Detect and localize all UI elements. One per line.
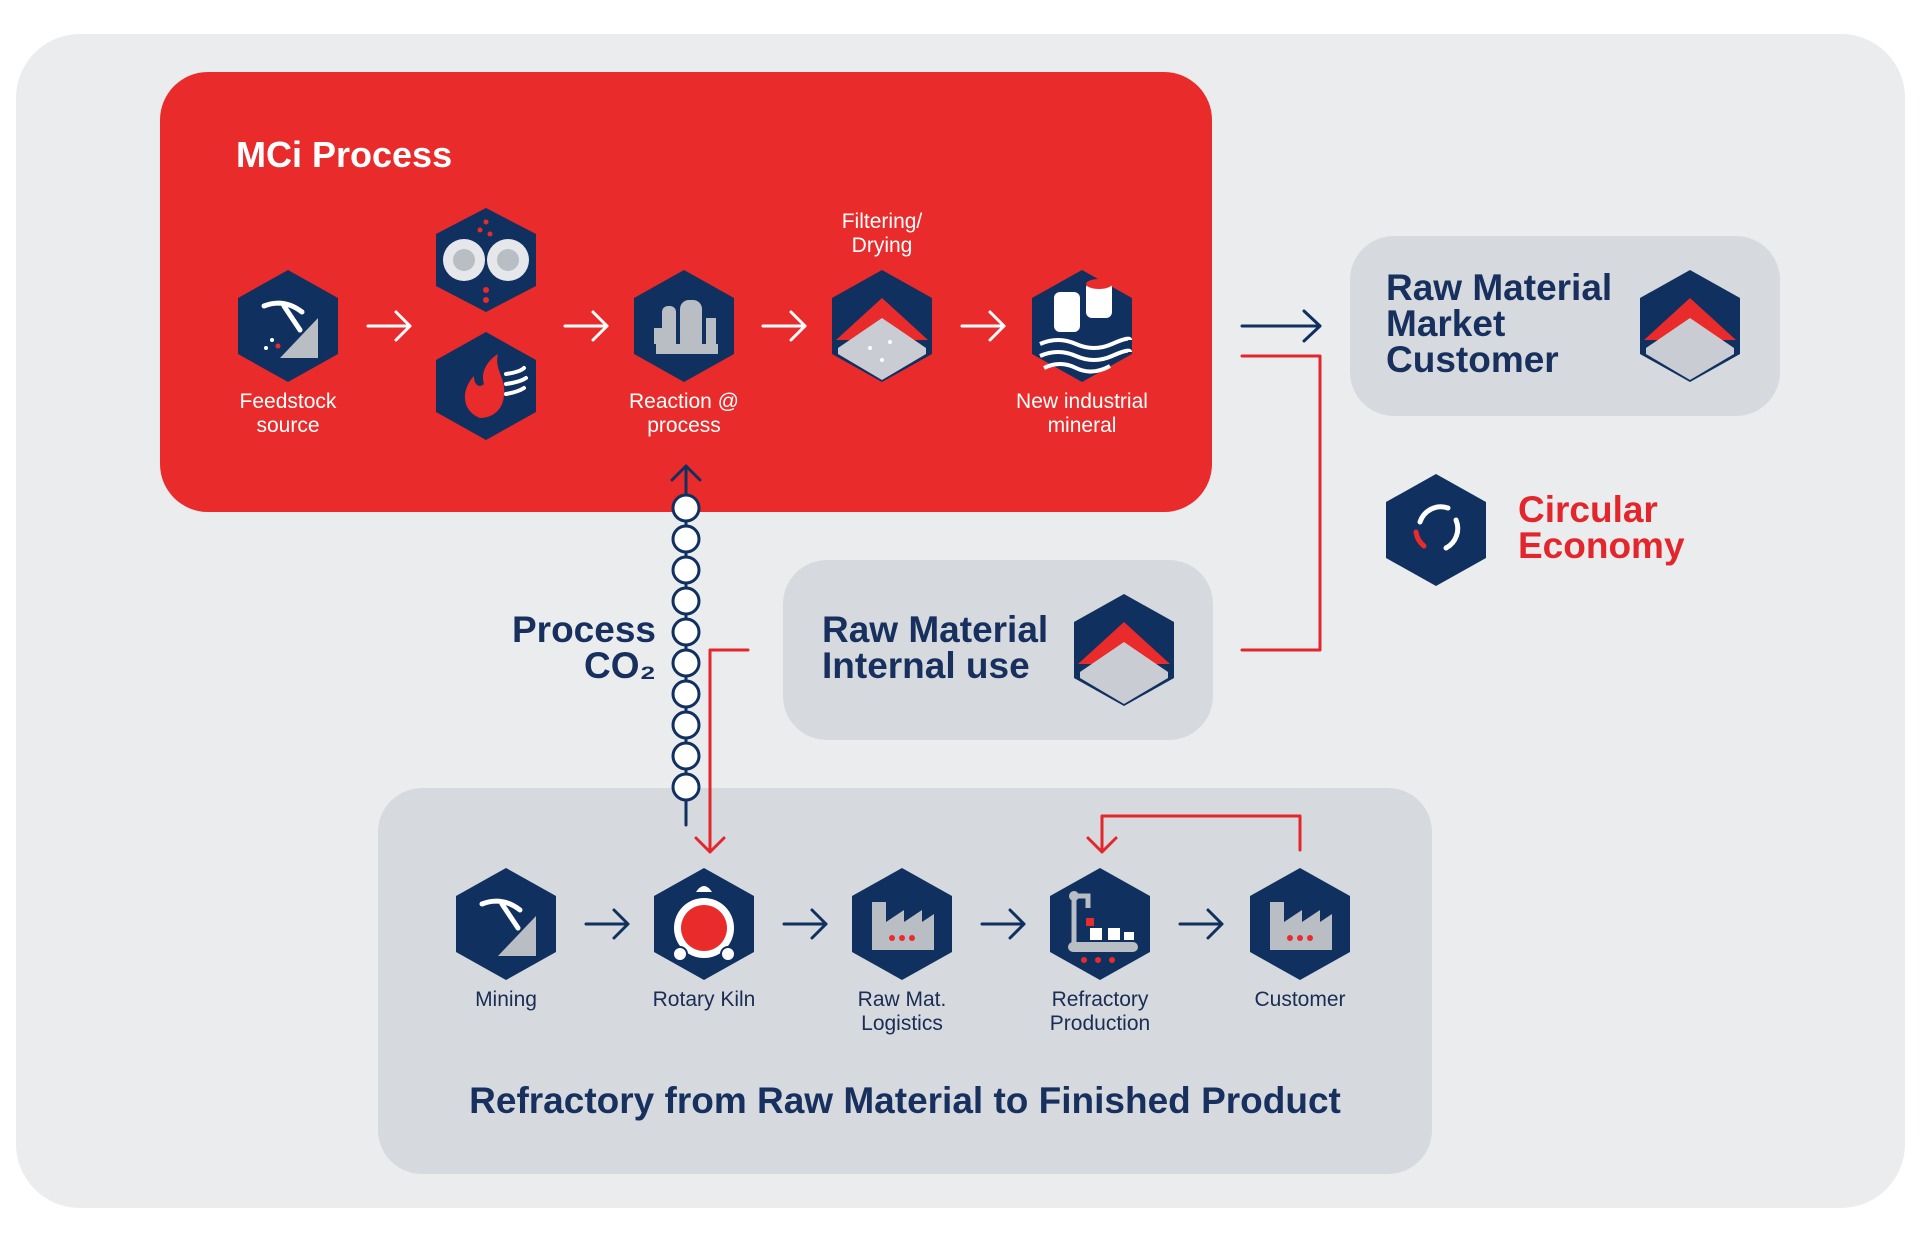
feedstock-label: Feedstock source xyxy=(239,390,337,437)
internal-use-loop xyxy=(1240,354,1322,652)
raw-material-market-label: Raw Material Market Customer xyxy=(1386,267,1613,380)
mci-process-title: MCi Process xyxy=(236,134,453,175)
refractory-panel xyxy=(378,788,1432,1174)
production-line-icon xyxy=(1050,868,1150,980)
logistics-label: Raw Mat. Logistics xyxy=(857,988,947,1035)
reaction-label: Reaction @ process xyxy=(628,390,740,437)
kiln-icon xyxy=(654,868,754,980)
mining-label: Mining xyxy=(475,988,537,1011)
mineral-pile-icon xyxy=(1640,270,1740,382)
refractory-arrows xyxy=(584,908,1224,940)
internal-to-kiln-arrow xyxy=(694,648,750,854)
pickaxe-icon xyxy=(238,270,338,382)
co2-bubbles xyxy=(671,493,701,802)
factory-icon xyxy=(1250,868,1350,980)
mineral-pile-icon xyxy=(1074,594,1174,706)
mineral-pile-icon xyxy=(832,270,932,382)
circular-economy-label: Circular Economy xyxy=(1518,489,1685,566)
market-arrow xyxy=(1240,309,1322,343)
mci-arrows xyxy=(366,310,1006,342)
process-co2-label: Process CO₂ xyxy=(512,609,656,686)
flame-icon xyxy=(436,332,536,440)
refractory-title: Refractory from Raw Material to Finished… xyxy=(469,1080,1341,1121)
circular-arrows-icon xyxy=(1386,474,1486,586)
rotary-kiln-label: Rotary Kiln xyxy=(652,988,756,1011)
production-label: Refractory Production xyxy=(1049,988,1151,1035)
customer-feedback-loop xyxy=(1086,814,1302,854)
rolls-icon xyxy=(1032,270,1132,382)
factory-icon xyxy=(852,868,952,980)
reactor-icon xyxy=(634,270,734,382)
grinder-icon xyxy=(436,208,536,312)
customer-label: Customer xyxy=(1254,988,1346,1011)
raw-material-internal-label: Raw Material Internal use xyxy=(822,609,1049,686)
filtering-label: Filtering/ Drying xyxy=(841,210,923,257)
new-mineral-label: New industrial mineral xyxy=(1016,390,1148,437)
pickaxe-icon xyxy=(456,868,556,980)
